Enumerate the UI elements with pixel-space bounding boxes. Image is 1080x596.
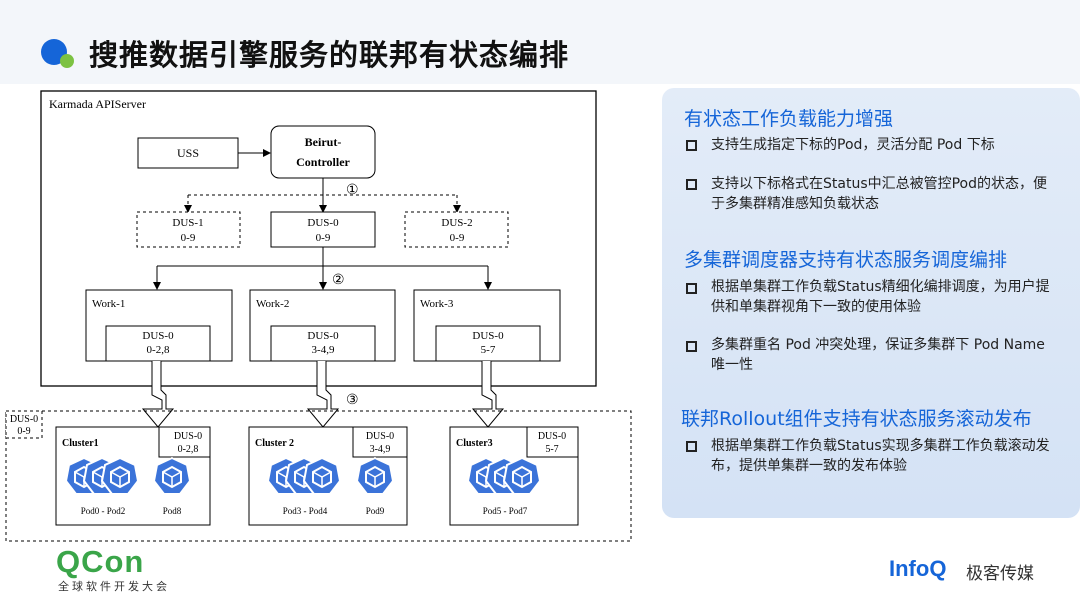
bullet-square-icon <box>686 441 697 452</box>
controller-label-1: Beirut- <box>305 135 342 149</box>
dus-2-range: 0-9 <box>450 232 465 244</box>
section-2-bullet-2: 多集群重名 Pod 冲突处理，保证多集群下 Pod Name 唯一性 <box>711 337 1045 373</box>
section-1-title: 有状态工作负载能力增强 <box>684 108 894 130</box>
feature-panel <box>662 88 1080 518</box>
kubernetes-pod-icon <box>356 457 394 495</box>
outer-dus-range: 0-9 <box>17 426 30 437</box>
dus-1-box <box>136 211 241 248</box>
step-2-marker: ② <box>332 273 345 288</box>
work-3-dus-range: 5-7 <box>481 344 496 356</box>
dus-1-range: 0-9 <box>181 232 196 244</box>
cluster-1-dus-range: 0-2,8 <box>178 444 199 455</box>
cluster-2-pods-a: Pod3 - Pod4 <box>283 506 328 516</box>
kubernetes-pod-icon <box>153 457 191 495</box>
cluster-2-dus-range: 3-4,9 <box>370 444 391 455</box>
cluster-2-pods-b: Pod9 <box>366 506 385 516</box>
work-3-dus-box <box>435 325 541 362</box>
dus-2-name: DUS-2 <box>441 217 472 229</box>
page-title: 搜推数据引擎服务的联邦有状态编排 <box>89 38 570 72</box>
section-3-bullet-1: 根据单集群工作负载Status实现多集群工作负载滚动发布，提供单集群一致的发布体… <box>711 438 1050 474</box>
cluster-3-pods-a: Pod5 - Pod7 <box>483 506 528 516</box>
bullet-square-icon <box>686 341 697 352</box>
cluster-3-dus-box <box>526 426 579 458</box>
qcon-logo: QCon <box>56 544 145 579</box>
architecture-diagram: Karmada APIServer USS Beirut- Controller… <box>0 84 640 554</box>
work-1-dus-name: DUS-0 <box>142 330 174 342</box>
uss-box <box>137 137 239 169</box>
section-1-bullet-2: 支持以下标格式在Status中汇总被管控Pod的状态，便于多集群精准感知负载状态 <box>711 176 1048 212</box>
work-2-dus-name: DUS-0 <box>307 330 339 342</box>
work-3-dus-name: DUS-0 <box>472 330 504 342</box>
section-1-bullet-1: 支持生成指定下标的Pod，灵活分配 Pod 下标 <box>711 137 995 153</box>
kubernetes-pod-icon <box>303 457 341 495</box>
work-2-dus-box <box>270 325 376 362</box>
cluster-1-pods-a: Pod0 - Pod2 <box>81 506 126 516</box>
outer-dus-box <box>5 410 43 439</box>
bullet-square-icon <box>686 140 697 151</box>
step-3-marker: ③ <box>346 393 359 408</box>
kubernetes-pod-icon <box>503 457 541 495</box>
dus-1-name: DUS-1 <box>172 217 203 229</box>
title-bullet-accent-icon <box>60 54 74 68</box>
member-clusters-region <box>5 410 632 542</box>
work-2-label: Work-2 <box>256 298 289 310</box>
section-2-bullet-1: 根据单集群工作负载Status精细化编排调度，为用户提供和单集群视角下一致的使用… <box>711 279 1050 315</box>
kubernetes-pod-icon <box>101 457 139 495</box>
apiserver-label: Karmada APIServer <box>49 97 146 111</box>
cluster-3-label: Cluster3 <box>456 438 493 449</box>
cluster-1-pods-b: Pod8 <box>163 506 182 516</box>
cluster-2-dus-box <box>352 426 408 458</box>
section-2-title: 多集群调度器支持有状态服务调度编排 <box>684 249 1008 271</box>
dus-0-name: DUS-0 <box>307 217 339 229</box>
cluster-1-dus-box <box>158 426 211 458</box>
work-3-label: Work-3 <box>420 298 454 310</box>
cluster-1-label: Cluster1 <box>62 438 99 449</box>
controller-label-2: Controller <box>296 155 350 169</box>
bullet-square-icon <box>686 179 697 190</box>
qcon-subtitle: 全球软件开发大会 <box>58 580 170 593</box>
work-1-label: Work-1 <box>92 298 125 310</box>
uss-label: USS <box>177 146 199 160</box>
outer-dus-name: DUS-0 <box>10 414 38 425</box>
header-bar: 搜推数据引擎服务的联邦有状态编排 <box>0 0 1080 84</box>
propagation-arrow-2 <box>306 361 340 428</box>
propagation-arrow-1 <box>141 361 175 428</box>
cluster-3-dus-name: DUS-0 <box>538 431 566 442</box>
step-1-marker: ① <box>346 183 359 198</box>
cluster-2-dus-name: DUS-0 <box>366 431 394 442</box>
infoq-logo: InfoQ <box>889 556 947 581</box>
beirut-controller-box <box>270 125 376 179</box>
dus-2-box <box>404 211 509 248</box>
cluster-2-label: Cluster 2 <box>255 438 294 449</box>
dus-0-range: 0-9 <box>316 232 331 244</box>
work-1-dus-range: 0-2,8 <box>147 344 170 356</box>
section-3-title: 联邦Rollout组件支持有状态服务滚动发布 <box>681 408 1032 430</box>
bullet-square-icon <box>686 283 697 294</box>
cluster-1-dus-name: DUS-0 <box>174 431 202 442</box>
infoq-subtitle: 极客传媒 <box>966 564 1034 584</box>
work-2-dus-range: 3-4,9 <box>312 344 335 356</box>
cluster-3-dus-range: 5-7 <box>545 444 558 455</box>
propagation-arrow-3 <box>471 361 505 428</box>
